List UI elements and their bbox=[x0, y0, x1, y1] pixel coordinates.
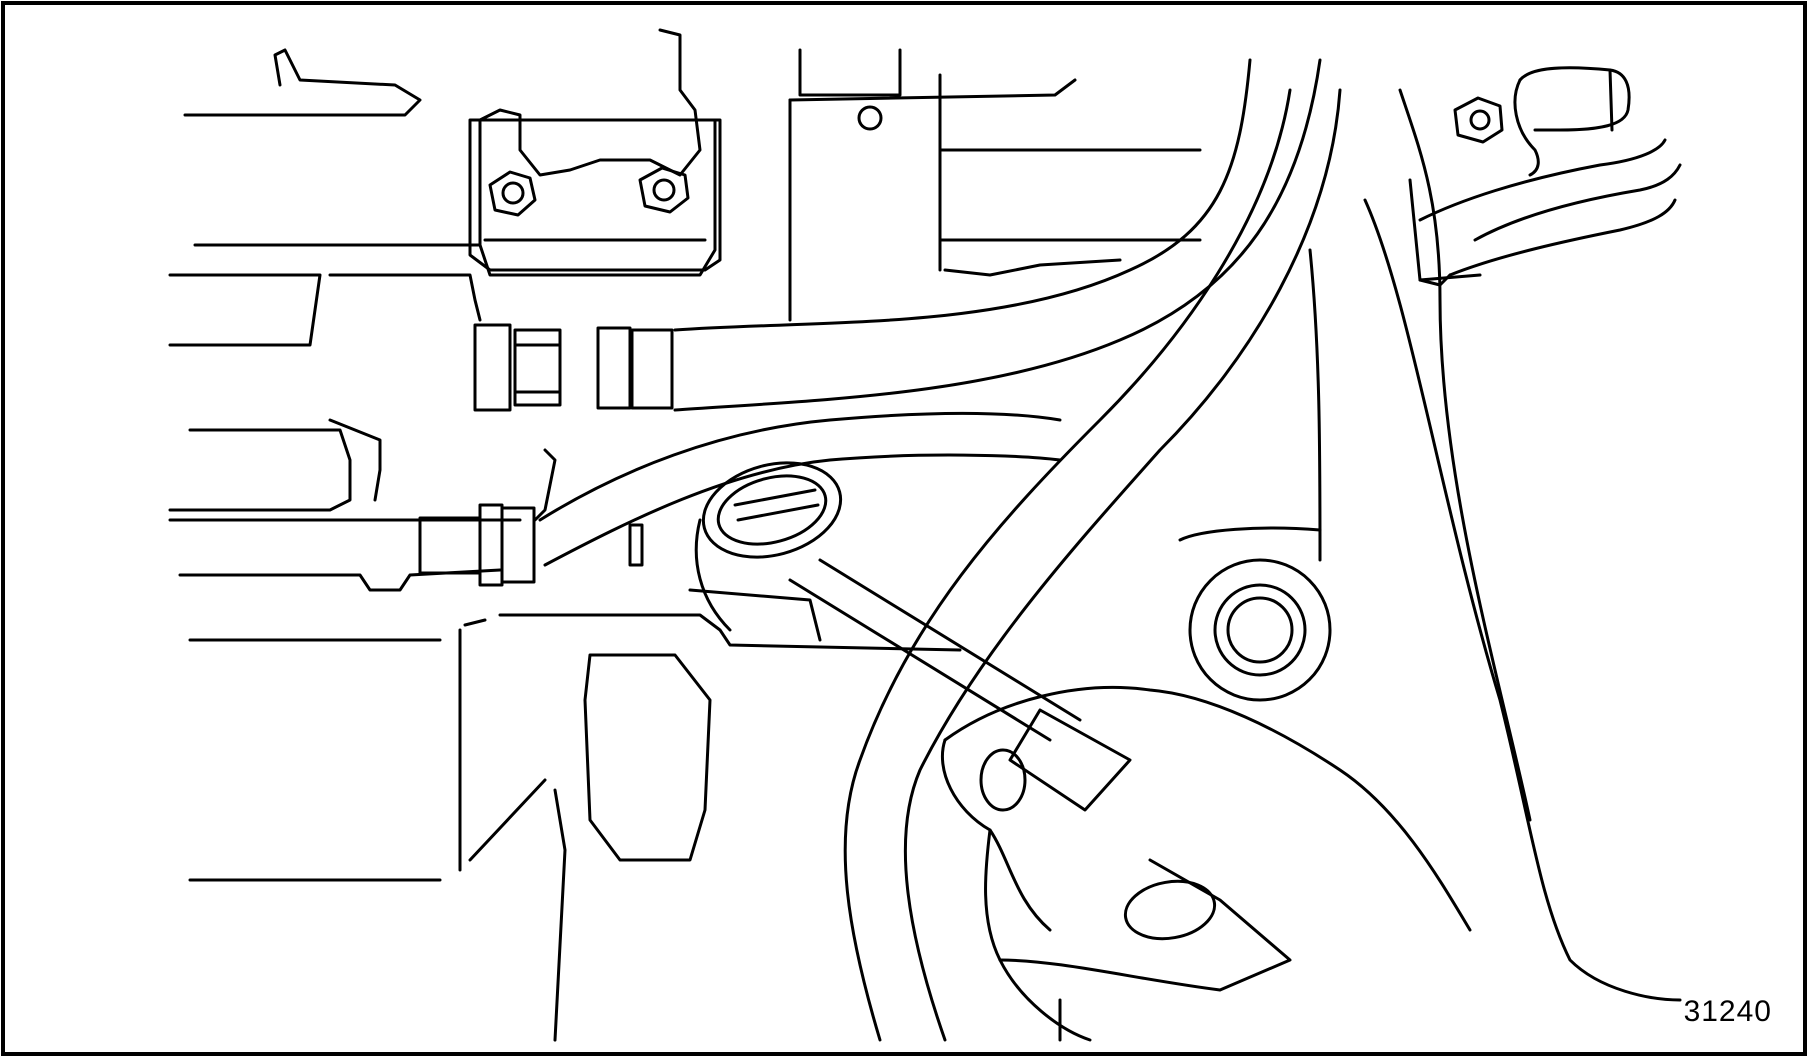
upper-right-sensor bbox=[1453, 66, 1631, 177]
socket-extension-tool bbox=[788, 558, 1132, 812]
bolt-icon bbox=[638, 166, 690, 214]
corrugated-harness-upper bbox=[673, 58, 1322, 412]
bolt-icon bbox=[1453, 96, 1504, 144]
corrugated-harness-lower bbox=[538, 411, 1062, 567]
figure-number: 31240 bbox=[1683, 995, 1772, 1028]
sensor-connector bbox=[418, 448, 644, 587]
corrugated-harness-vertical bbox=[843, 88, 1342, 1042]
engine-block-outline bbox=[168, 28, 1202, 1042]
sensor-bore bbox=[694, 461, 843, 632]
bolt-icon bbox=[488, 170, 537, 217]
transmission-housing bbox=[1178, 88, 1682, 1002]
technician-hand bbox=[940, 686, 1472, 1042]
mounting-flange bbox=[468, 118, 722, 272]
harness-fittings bbox=[473, 323, 674, 412]
